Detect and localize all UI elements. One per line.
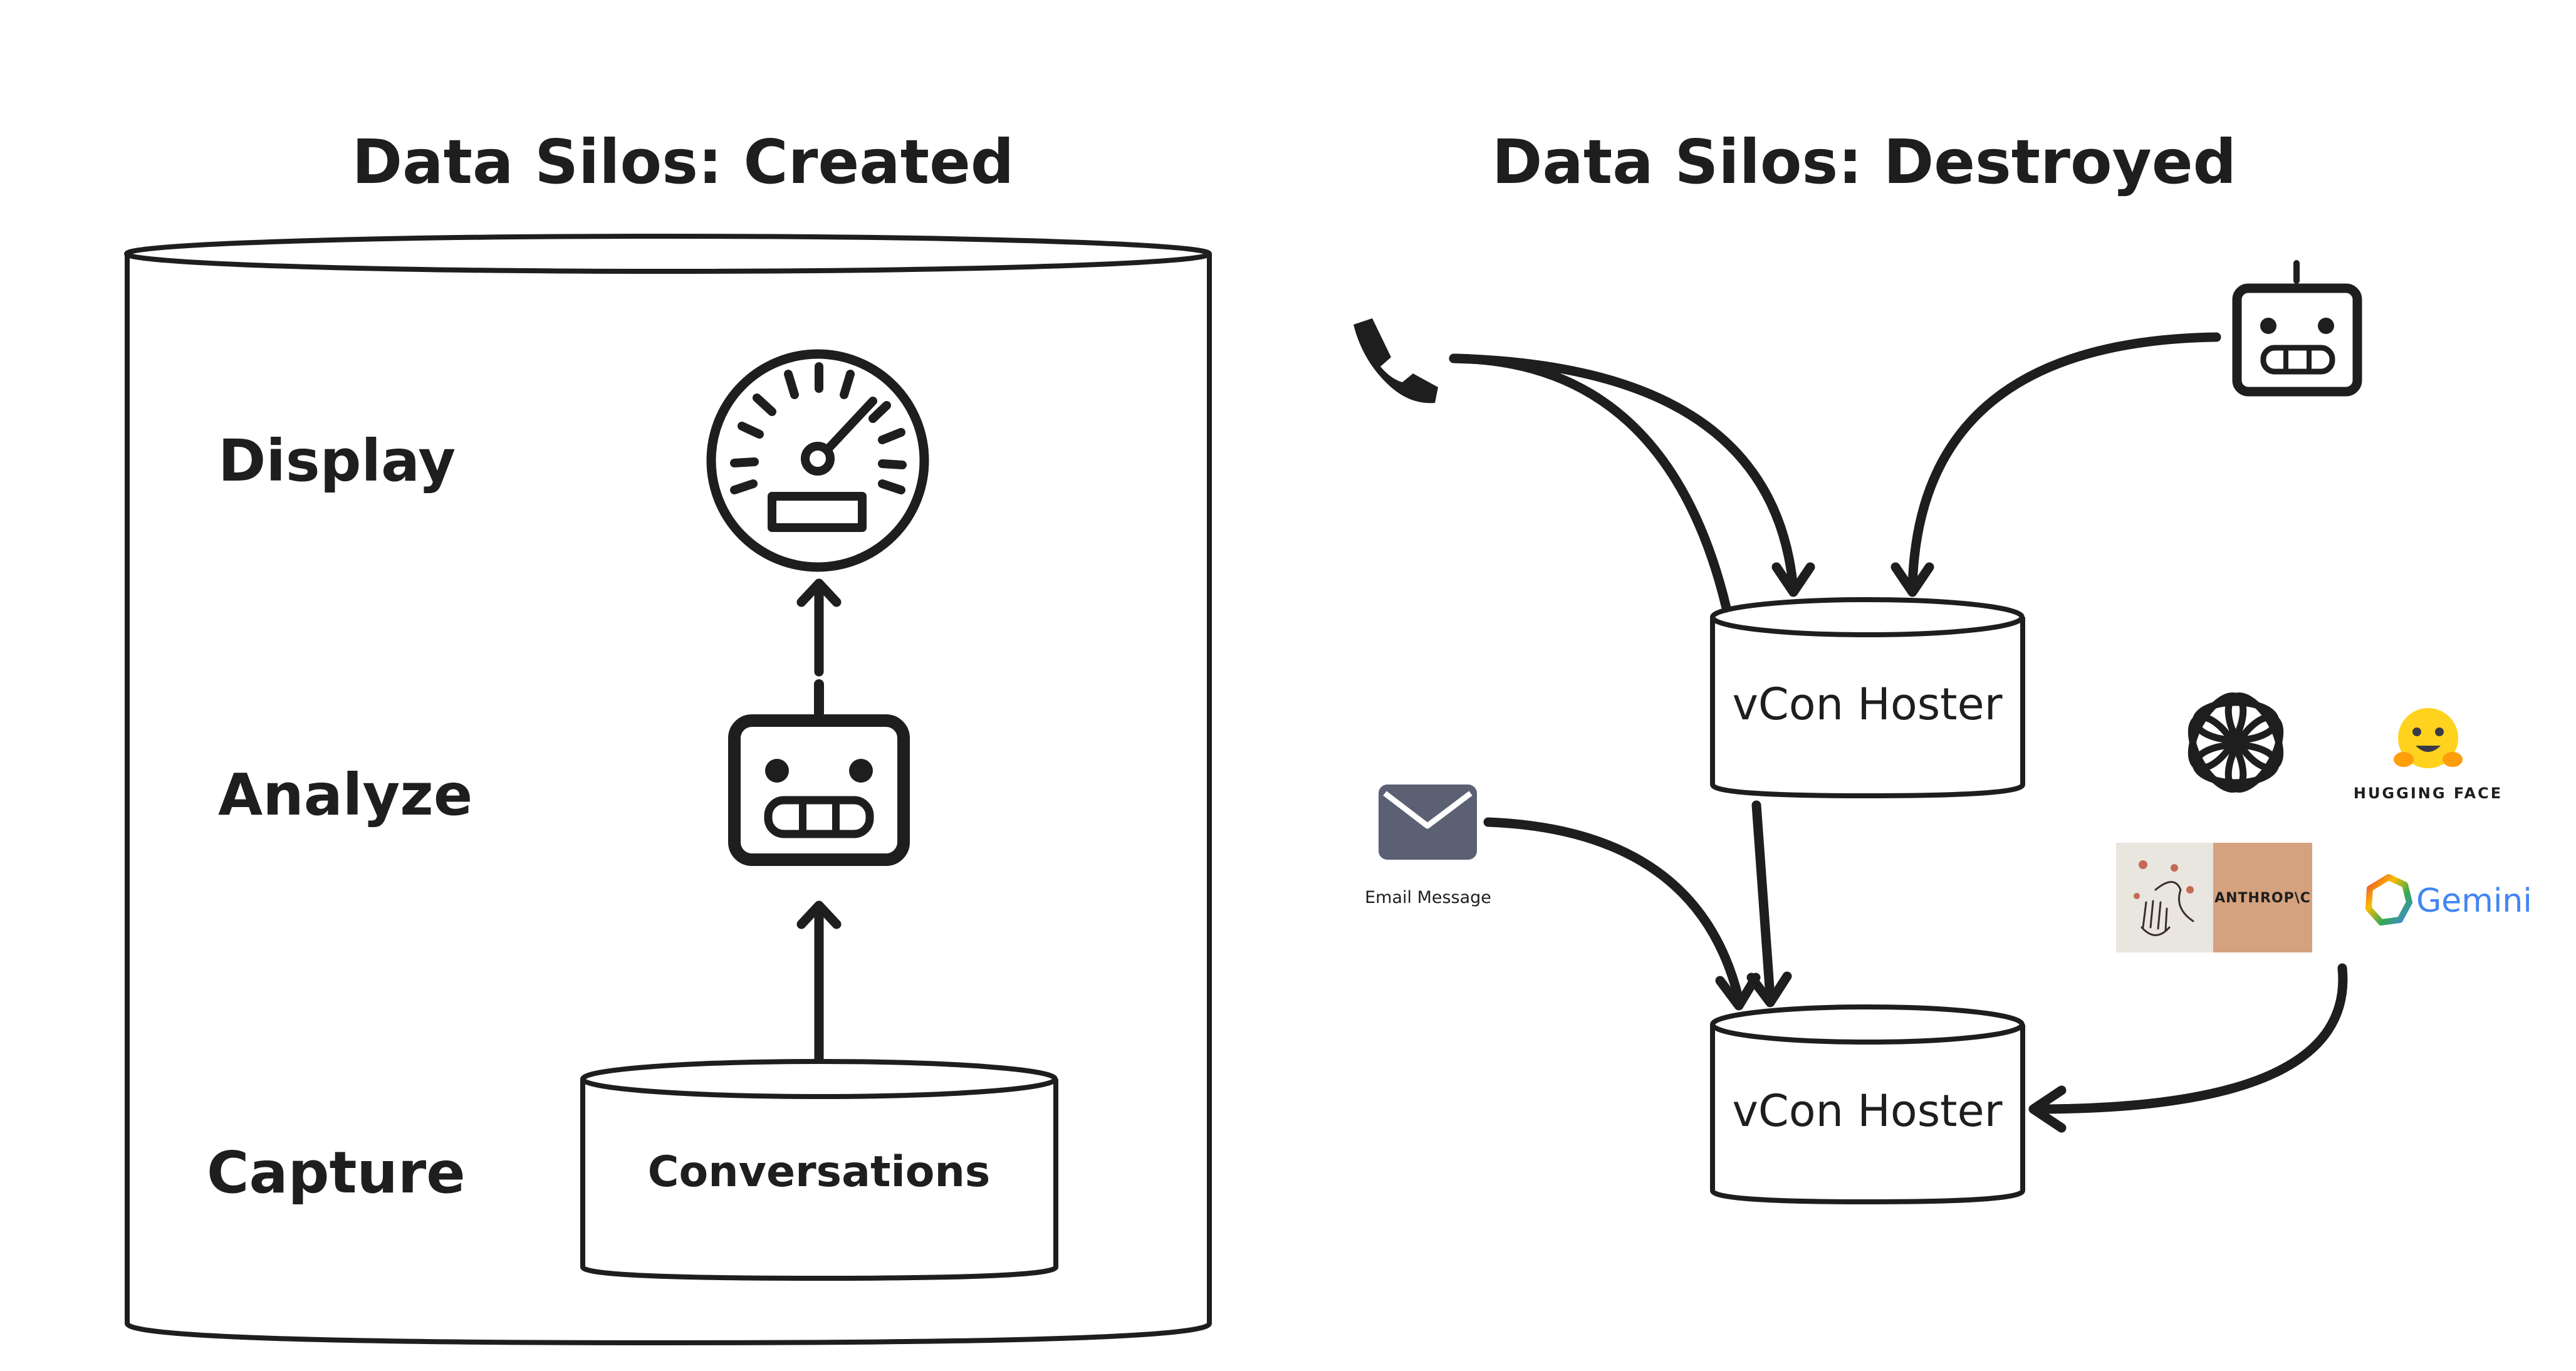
hoster-to-hoster-arrow (1746, 800, 1792, 1008)
email-to-hoster-arrow (1483, 817, 1761, 1011)
robot-to-gauge-arrow (796, 578, 842, 677)
email-label: Email Message (1365, 888, 1491, 907)
phone-icon (1353, 318, 1438, 404)
phone-arrows (1449, 353, 1815, 613)
hugging-face-label: HUGGING FACE (2354, 785, 2503, 802)
conversations-to-robot-arrow (796, 900, 842, 1064)
openai-logo (2188, 692, 2284, 793)
anthropic-label: ANTHROP\C (2214, 890, 2311, 906)
llm-to-hoster-arrow (2028, 963, 2348, 1133)
vcon-hoster-bottom: vCon Hoster (1710, 1004, 2025, 1204)
gauge-icon (706, 349, 929, 572)
right-panel: Data Silos: Destroyed vCon Hoster vCon H… (1353, 127, 2532, 1204)
vcon-hoster-bottom-label: vCon Hoster (1733, 1085, 2003, 1137)
capture-label: Capture (207, 1139, 466, 1206)
robot-to-hoster-arrow (1890, 332, 2221, 597)
conversations-cylinder: Conversations (580, 1059, 1058, 1281)
robot-icon (728, 679, 910, 866)
gemini-logo: Gemini (2365, 874, 2532, 925)
conversations-label: Conversations (648, 1147, 991, 1197)
gemini-label: Gemini (2416, 882, 2532, 920)
vcon-hoster-top: vCon Hoster (1710, 597, 2025, 798)
left-panel-title: Data Silos: Created (352, 127, 1014, 197)
analyze-label: Analyze (218, 761, 472, 828)
display-label: Display (218, 427, 456, 494)
hugging-face-logo: HUGGING FACE (2354, 708, 2503, 802)
anthropic-logo: ANTHROP\C (2116, 843, 2312, 952)
email-icon (1379, 785, 1477, 860)
right-panel-title: Data Silos: Destroyed (1492, 127, 2236, 197)
left-panel: Data Silos: Created Display Analyze Capt… (124, 127, 1212, 1345)
robot-icon-right (2232, 260, 2362, 397)
vcon-hoster-top-label: vCon Hoster (1733, 679, 2003, 730)
